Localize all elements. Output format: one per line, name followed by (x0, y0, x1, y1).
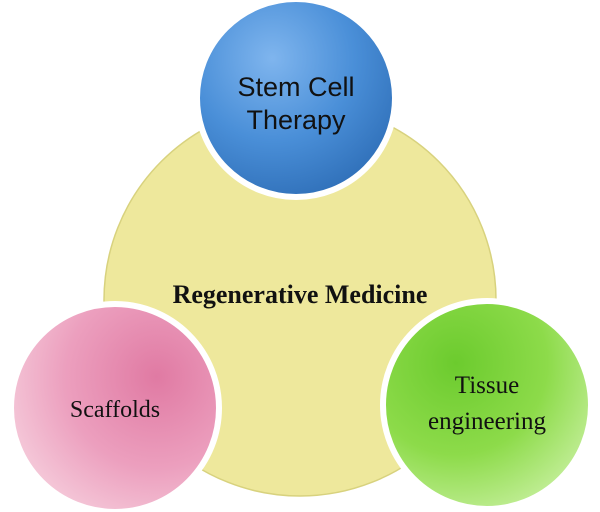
scaffolds-circle (8, 301, 222, 512)
tissue-engineering-circle (380, 298, 594, 512)
tissue-engineering-label-line-1: Tissue (455, 372, 519, 399)
stem-cell-therapy-label-line-2: Therapy (246, 105, 346, 135)
scaffolds-label: Scaffolds (70, 397, 160, 423)
stem-cell-therapy-circle (194, 0, 398, 200)
center-title: Regenerative Medicine (173, 280, 428, 309)
stem-cell-therapy-label-line-1: Stem Cell (237, 72, 354, 102)
tissue-engineering-label-line-2: engineering (428, 408, 547, 435)
